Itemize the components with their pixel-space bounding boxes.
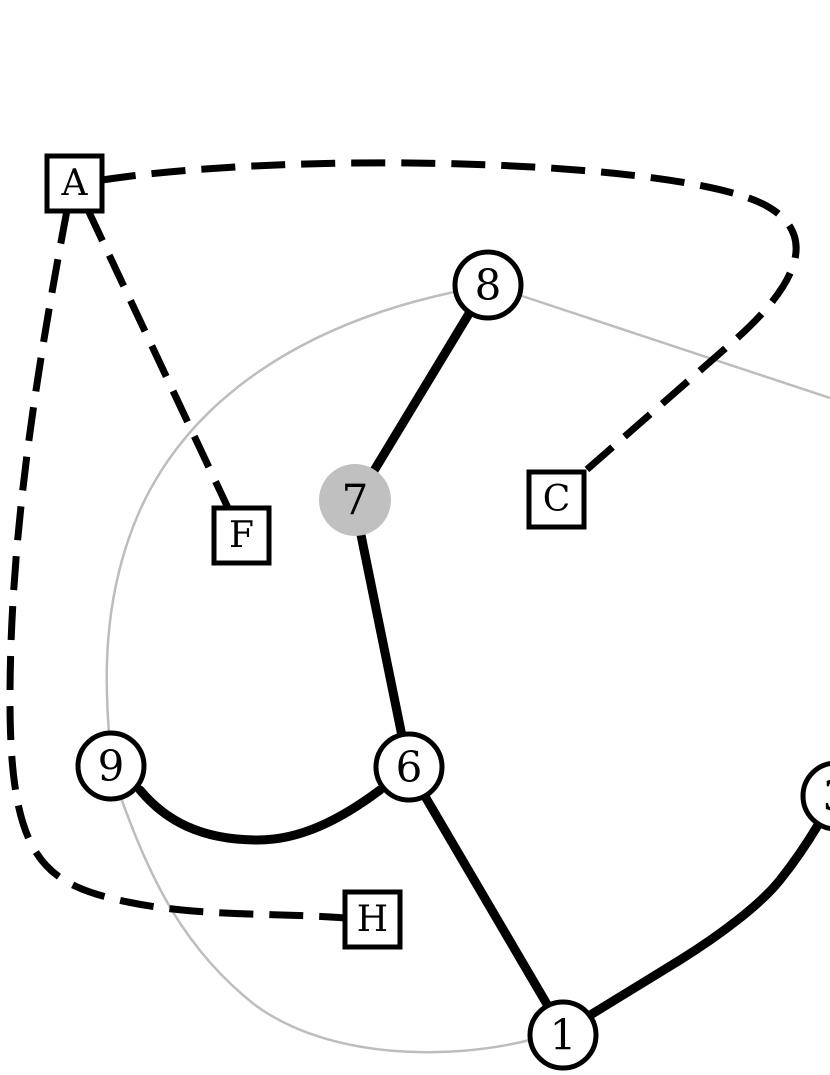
edge-8-7: [367, 307, 475, 479]
edge-8-3: [521, 294, 830, 400]
node-7[interactable]: 7: [319, 464, 391, 536]
node-3-label: 3: [823, 772, 830, 821]
box-A-label: A: [61, 163, 89, 204]
box-C[interactable]: C: [526, 469, 587, 530]
edge-A-C: [101, 159, 800, 476]
edge-1-3: [587, 820, 823, 1019]
node-6[interactable]: 6: [373, 731, 445, 803]
node-9-label: 9: [98, 742, 125, 791]
node-9[interactable]: 9: [75, 730, 147, 802]
edge-8-9: [105, 290, 455, 746]
node-1-label: 1: [550, 1011, 577, 1060]
node-8[interactable]: 8: [452, 249, 524, 321]
box-H-label: H: [357, 899, 388, 940]
box-A[interactable]: A: [44, 153, 105, 214]
edge-A-F: [84, 208, 232, 510]
box-nodes: A F C H: [44, 153, 587, 950]
node-1[interactable]: 1: [527, 999, 599, 1071]
node-8-label: 8: [475, 261, 502, 310]
edge-9-1: [118, 794, 531, 1054]
edge-A-H: [6, 209, 346, 922]
edge-6-1: [421, 793, 553, 1011]
box-F[interactable]: F: [211, 505, 272, 566]
edge-6-9: [135, 785, 385, 845]
edge-7-6: [356, 530, 407, 741]
node-3[interactable]: 3: [800, 761, 830, 831]
box-C-label: C: [543, 479, 571, 520]
box-F-label: F: [229, 515, 254, 556]
thin-edges: [105, 290, 830, 1054]
dashed-edges: [6, 159, 800, 922]
node-6-label: 6: [396, 743, 423, 792]
thick-edges: [135, 307, 823, 1019]
node-7-label: 7: [342, 476, 369, 525]
box-H[interactable]: H: [342, 889, 403, 950]
circle-nodes: 8 7 6 9 1 3: [75, 249, 830, 1071]
